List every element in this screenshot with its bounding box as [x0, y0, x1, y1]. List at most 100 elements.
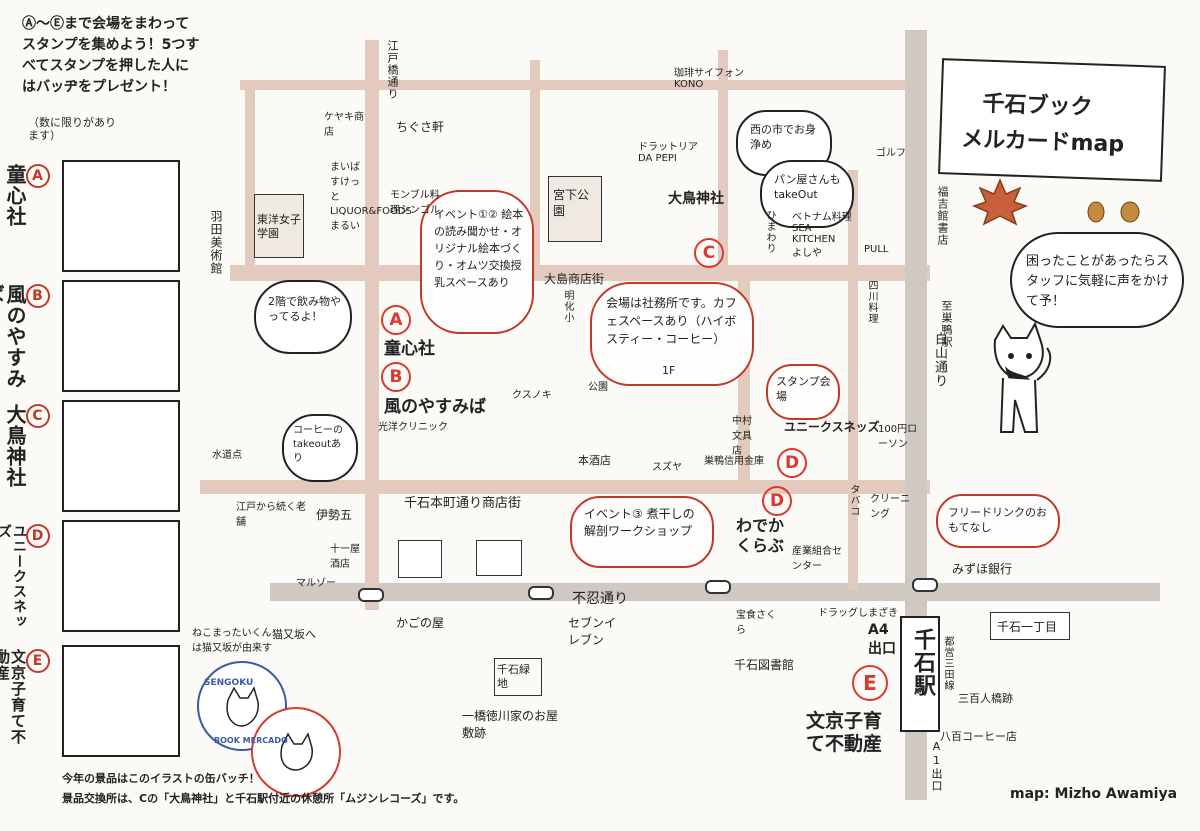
sign-sengoku-station: 千石駅	[900, 616, 940, 732]
place-mizuho: みずほ銀行	[952, 562, 1013, 576]
badge-bottom-text: BOOK MERCADO	[214, 736, 288, 745]
event3-bubble: イベント③ 煮干しの解剖ワークショップ	[570, 496, 714, 568]
place-chigusa: ちぐさ軒	[396, 120, 445, 134]
title-line1: 千石ブック	[982, 91, 1093, 121]
venue-name-e: 文京子育て不動産	[806, 710, 883, 755]
venue-marker-d2[interactable]: D	[762, 486, 792, 516]
stamp-letter: B	[26, 284, 50, 308]
place-suido: 水道点	[212, 450, 242, 461]
place-liquor: LIQUOR&FOODSまるい	[330, 206, 412, 232]
stamp-venue-bubble: スタンプ会場	[766, 364, 840, 420]
venue-info-bubble: 会場は社務所です。カフェスペースあり（ハイボスティー・コーヒー） 1F	[590, 282, 754, 386]
place-sea-kitchen: ベトナム料理SEA KITCHEN	[792, 212, 852, 245]
street-hakusan: 白山通り	[932, 332, 947, 388]
place-kagoya: かごの屋	[396, 616, 445, 630]
place-sugamo: 至巣鴨駅	[940, 300, 953, 348]
place-himawari: ひまわり	[764, 210, 775, 254]
event3-text: イベント③ 煮干しの解剖ワークショップ	[584, 507, 695, 538]
place-neko-note: ねこまったいくんは猫又坂が由来す	[192, 628, 272, 654]
second-floor-bubble: 2階で飲み物やってるよ！	[254, 280, 352, 354]
place-suzuya: スズヤ	[652, 462, 682, 473]
venue-name-a: 童心社	[384, 339, 435, 359]
stamp-box[interactable]	[62, 400, 180, 512]
place-mondo: モンブル料理シンゴル	[390, 190, 440, 216]
quantity-note: （数に限りがあります）	[28, 116, 116, 142]
venue-marker-c[interactable]: C	[694, 238, 724, 268]
stamp-venue-text: スタンプ会場	[776, 375, 831, 403]
road-shopping	[200, 480, 930, 494]
venue-info-text: 会場は社務所です。カフェスペースあり（ハイボスティー・コーヒー）	[606, 296, 737, 346]
place-tabako: タバコ	[848, 484, 859, 517]
place-honsaketen: 本酒店	[578, 454, 611, 467]
coffee-bubble: コーヒーのtakeoutあり	[282, 414, 358, 482]
help-bubble: 困ったことがあったらスタッフに気軽に声をかけて予！	[1010, 232, 1184, 328]
place-park: 公園	[588, 382, 608, 393]
credit: map: Mizho Awamiya	[1010, 786, 1178, 802]
place-ryokuchi: 千石緑地	[497, 663, 530, 690]
place-school: 明化小	[562, 290, 573, 323]
stamp-box[interactable]	[62, 645, 180, 757]
venue-name-b: 風のやすみば	[384, 397, 486, 417]
place-fukuyoshi: 福吉館書店	[936, 186, 949, 246]
place-cleaning: クリーニング	[870, 494, 910, 520]
second-floor-text: 2階で飲み物やってるよ！	[268, 295, 341, 323]
place-nekomata: 猫又坂へ	[272, 628, 316, 641]
nishi-text: 西の市でお身浄め	[750, 123, 816, 151]
maple-leaf-icon	[971, 178, 1029, 226]
stamp-box[interactable]	[62, 280, 180, 392]
street-fuji: 不忍通り	[572, 591, 628, 607]
subway-marker	[358, 588, 384, 602]
street-shopping: 千石本町通り商店街	[404, 496, 522, 511]
footer-line2: 景品交換所は、Cの「大鳥神社」と千石駅付近の休憩所「ムジンレコーズ」です。	[62, 792, 465, 805]
place-shisen: 四川料理	[866, 280, 877, 324]
sign-sengoku1: 千石一丁目	[990, 612, 1070, 640]
stamp-name: 文京子育て不動産	[0, 649, 27, 745]
title-flag: 千石ブック メルカードmap	[938, 58, 1166, 182]
place-sangyo: 産業組合センター	[792, 546, 842, 572]
stamp-letter: D	[26, 524, 50, 548]
bakery-bubble: パン屋さんもtakeOut	[760, 160, 854, 228]
stamp-box[interactable]	[62, 160, 180, 272]
acorn-icon	[1087, 201, 1140, 223]
stamp-name: 童心社	[3, 164, 27, 227]
road-top	[240, 80, 920, 90]
venue-marker-e[interactable]: E	[852, 665, 888, 701]
road-hakusan	[905, 30, 927, 800]
place-shinkin: 巣鴨信用金庫	[704, 456, 764, 467]
place-maruzo: マルゾー	[296, 578, 336, 589]
road-edo	[365, 40, 379, 610]
subway-marker	[912, 578, 938, 592]
place-golf: ゴルフ	[876, 148, 906, 159]
place-hadami: 羽田美術館	[209, 210, 223, 275]
venue-marker-a[interactable]: A	[381, 305, 411, 335]
venue-marker-b[interactable]: B	[381, 362, 411, 392]
stamp-box[interactable]	[62, 520, 180, 632]
place-sengoku1: 千石一丁目	[997, 620, 1058, 634]
road-right	[848, 170, 858, 590]
event12-bubble: イベント①② 絵本の読み聞かせ・オリジナル絵本づくり・オムツ交換授乳スペースあり	[420, 190, 534, 334]
stamp-letter: C	[26, 404, 50, 428]
place-kusunoki: クスノキ	[512, 390, 552, 401]
badge-top-text: SENGOKU	[204, 678, 254, 688]
stamp-letter: A	[26, 164, 50, 188]
place-clinic: 光洋クリニック	[378, 422, 448, 433]
place-dapepi: ドラットリアDA PEPI	[638, 142, 698, 164]
event12-text: イベント①② 絵本の読み聞かせ・オリジナル絵本づくり・オムツ交換授乳スペースあり	[434, 208, 524, 289]
venue-marker-d1[interactable]: D	[777, 448, 807, 478]
cat-mascot-icon	[993, 321, 1052, 433]
road-left	[245, 90, 255, 270]
place-drug: ドラッグしまざき	[818, 608, 898, 619]
building-toyo: 東洋女子学園	[254, 194, 304, 258]
place-isego: 伊勢五	[316, 508, 353, 522]
help-bubble-text: 困ったことがあったらスタッフに気軽に声をかけて予！	[1026, 254, 1170, 309]
place-sanbyaku: 三百人橋跡	[958, 692, 1013, 705]
place-sengoku-station: 千石駅	[910, 628, 935, 697]
sign-kyoboku	[398, 540, 442, 578]
venue-name-c: 大鳥神社	[668, 191, 724, 207]
free-drink-text: フリードリンクのおもてなし	[948, 506, 1047, 534]
sign-meika	[476, 540, 522, 576]
building-miyashita: 宮下公園	[548, 176, 602, 242]
